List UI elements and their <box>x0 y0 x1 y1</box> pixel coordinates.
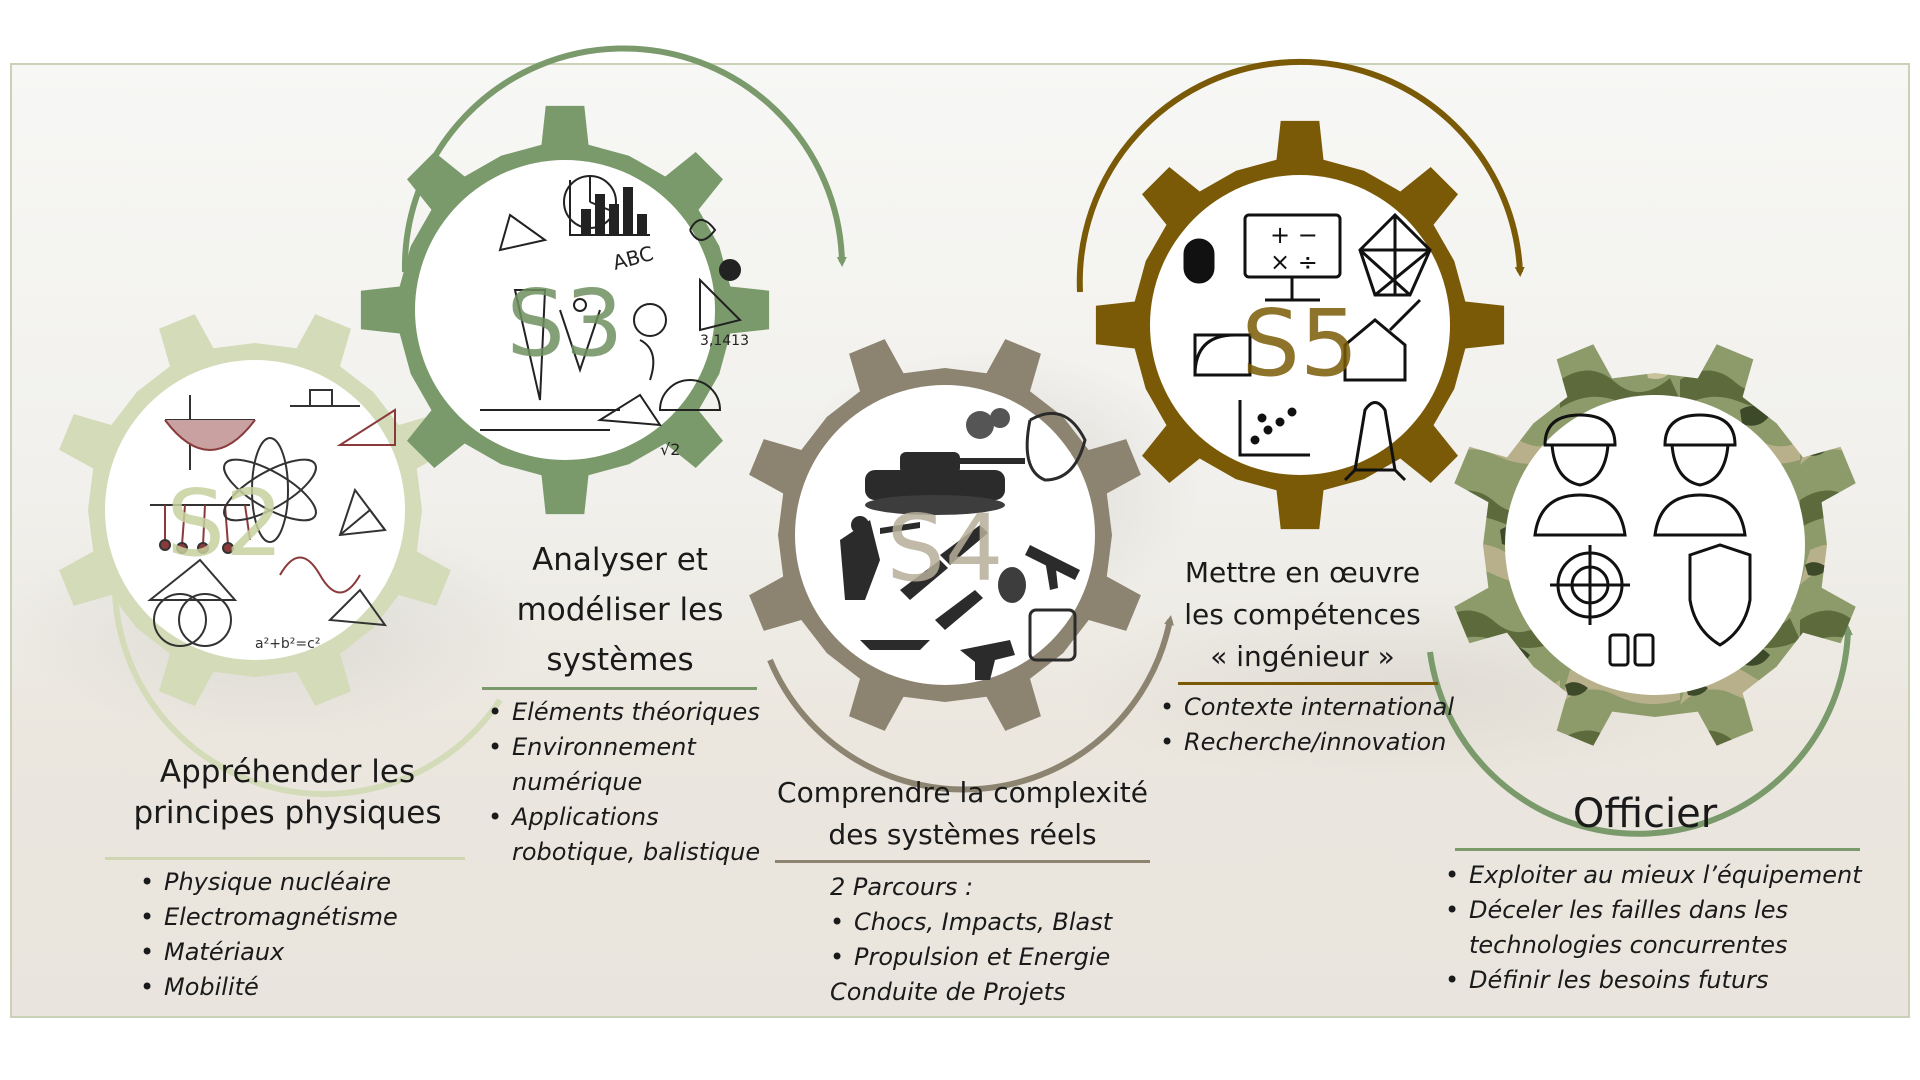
list-item: Définir les besoins futurs <box>1445 963 1865 998</box>
officer-icons <box>1533 413 1752 667</box>
gear-inner-disc <box>1505 395 1805 695</box>
s3-formula-sqrt: √2 <box>660 440 680 459</box>
s5-calc-line1: + − <box>1270 221 1318 249</box>
arrow-officer <box>1427 625 1853 837</box>
s3-bullets: Eléments théoriques Environnement numéri… <box>488 695 773 870</box>
s5-bullets: Contexte international Recherche/innovat… <box>1160 690 1460 760</box>
gear-label-s4: S4 <box>887 495 1004 602</box>
s2-title-line: principes physiques <box>133 794 442 831</box>
list-item: Applications robotique, balistique <box>488 800 773 870</box>
s3-title-line: Analyser et <box>532 542 708 578</box>
officer-title: Officier <box>1460 786 1830 842</box>
officer-bullets: Exploiter au mieux l’équipement Déceler … <box>1445 858 1865 998</box>
s2-rule <box>105 857 465 860</box>
list-item: Electromagnétisme <box>140 900 470 935</box>
s5-title-line: Mettre en œuvre <box>1184 556 1421 589</box>
list-item: Conduite de Projets <box>830 978 1066 1006</box>
list-item: Propulsion et Energie <box>830 940 1170 975</box>
s3-formula-pi: 3,1413 <box>700 333 749 349</box>
list-item: Physique nucléaire <box>140 865 470 900</box>
s2-formula: a²+b²=c² <box>255 636 320 652</box>
s5-rule <box>1178 682 1438 685</box>
math-doodles <box>480 175 742 431</box>
gear-label-s5: S5 <box>1242 290 1359 397</box>
officer-rule <box>1455 848 1860 851</box>
engineering-icons <box>1183 212 1432 482</box>
list-item: Chocs, Impacts, Blast <box>830 905 1170 940</box>
s3-title: Analyser et modéliser les systèmes <box>480 535 760 685</box>
list-item: Mobilité <box>140 970 470 1005</box>
list-item: Contexte international <box>1160 690 1460 725</box>
s3-rule <box>482 687 757 690</box>
s4-title-line: Comprendre la complexité <box>777 776 1148 809</box>
list-item: Exploiter au mieux l’équipement <box>1445 858 1865 893</box>
s5-title-line: les compétences <box>1184 598 1421 631</box>
gear-label-s2: S2 <box>167 470 284 577</box>
list-item: Environnement numérique <box>488 730 773 800</box>
list-item: Eléments théoriques <box>488 695 773 730</box>
s4-bullets: 2 Parcours : Chocs, Impacts, Blast Propu… <box>830 870 1170 1010</box>
arrow-s5 <box>1076 58 1525 293</box>
arrow-s2 <box>112 589 503 798</box>
s3-title-line: systèmes <box>546 642 694 678</box>
physics-doodles <box>147 389 396 647</box>
list-item: 2 Parcours : <box>830 873 974 901</box>
military-silhouettes <box>840 408 1087 680</box>
gear-officer <box>1454 344 1856 746</box>
officer-title-line: Officier <box>1572 791 1718 837</box>
gear-label-s3: S3 <box>507 270 624 377</box>
s4-title: Comprendre la complexité des systèmes ré… <box>760 772 1165 856</box>
s5-title-line: « ingénieur » <box>1210 640 1395 673</box>
s4-rule <box>775 860 1150 863</box>
list-item: Recherche/innovation <box>1160 725 1460 760</box>
arrow-s4 <box>767 615 1174 793</box>
s5-calc-line2: × ÷ <box>1270 248 1318 276</box>
s4-title-line: des systèmes réels <box>828 818 1097 851</box>
s2-bullets: Physique nucléaire Electromagnétisme Mat… <box>140 865 470 1005</box>
list-item: Matériaux <box>140 935 470 970</box>
s2-title: Appréhender les principes physiques <box>100 752 475 834</box>
s2-title-line: Appréhender les <box>159 754 416 790</box>
s3-title-line: modéliser les <box>516 592 724 628</box>
s5-title: Mettre en œuvre les compétences « ingéni… <box>1170 552 1435 678</box>
list-item: Déceler les failles dans les technologie… <box>1445 893 1865 963</box>
